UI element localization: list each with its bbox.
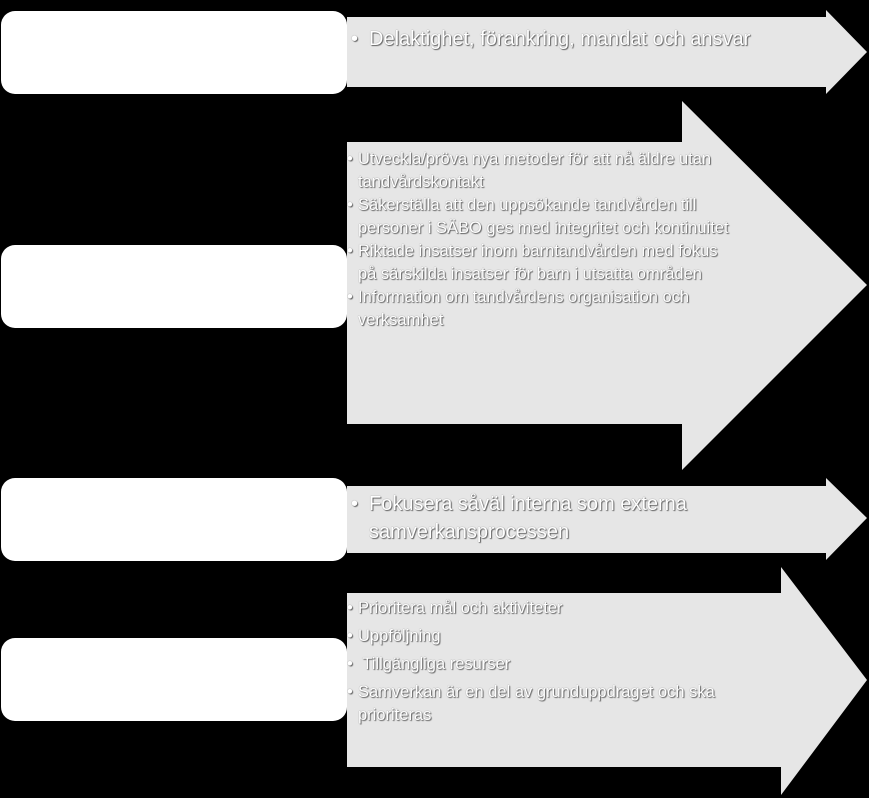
row-2-bullet: Säkerställa att den uppsökande tandvårde…	[347, 194, 737, 240]
row-2-bullet: Riktade insatser inom barntandvården med…	[347, 240, 737, 286]
row-4-text: Prioritera mål och aktiviteter Uppföljni…	[347, 597, 767, 727]
row-4-bullet: Tillgängliga resurser	[347, 653, 767, 676]
row-3-bullet: Fokusera såväl interna som externa samve…	[349, 490, 749, 546]
row-4-bullet: Prioritera mål och aktiviteter	[347, 597, 767, 620]
row-2-text: Utveckla/pröva nya metoder för att nå äl…	[347, 148, 737, 332]
row-4-bullet: Uppföljning	[347, 625, 767, 648]
row-2-bullet: Information om tandvårdens organisation …	[347, 286, 737, 332]
row-4-label-box	[1, 638, 347, 721]
row-4-bullet: Samverkan är en del av grunduppdraget oc…	[347, 681, 767, 727]
row-1-label-box	[1, 11, 347, 94]
row-2-label-box	[1, 245, 347, 328]
row-2-bullet: Utveckla/pröva nya metoder för att nå äl…	[347, 148, 737, 194]
row-3-label-box	[1, 478, 347, 561]
row-1-text: Delaktighet, förankring, mandat och ansv…	[349, 25, 819, 53]
row-1-bullet: Delaktighet, förankring, mandat och ansv…	[349, 25, 819, 53]
row-3-text: Fokusera såväl interna som externa samve…	[349, 490, 749, 546]
